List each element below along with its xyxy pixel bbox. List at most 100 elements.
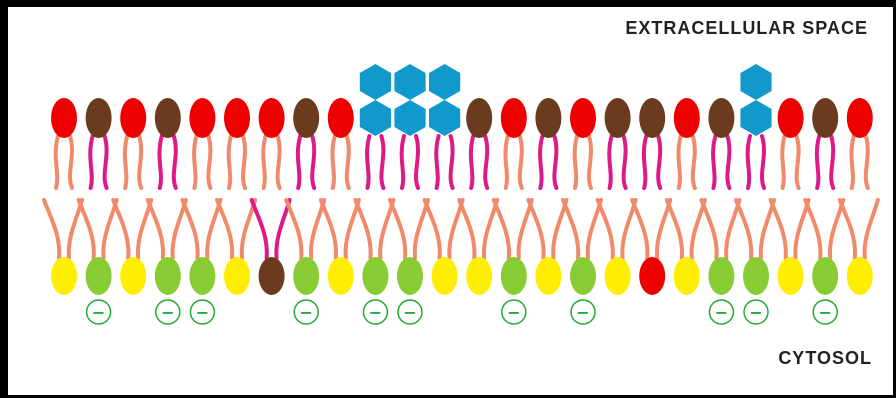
lipid-tail: [575, 136, 577, 188]
negative-charge-symbol: −: [92, 303, 105, 322]
outer-lipid: [639, 98, 665, 188]
outer-lipid: [812, 98, 838, 188]
lipid-head: [293, 98, 319, 138]
lipid-tail: [229, 136, 231, 188]
outer-lipid: [570, 98, 596, 188]
sugar-hexagon: [360, 100, 391, 136]
lipid-tail: [321, 200, 336, 258]
outer-lipid: [293, 98, 319, 188]
lipid-tail: [762, 136, 764, 188]
lipid-tail: [451, 136, 453, 188]
lipid-tail: [805, 200, 820, 258]
lipid-tail: [554, 136, 556, 188]
lipid-tail: [174, 136, 176, 188]
lipid-tail: [312, 136, 314, 188]
outer-lipid: [708, 98, 734, 188]
inner-lipid: [598, 200, 636, 295]
lipid-tail: [459, 200, 474, 258]
outer-lipid: [740, 64, 771, 188]
negative-charge-symbol: −: [818, 303, 831, 322]
lipid-head: [535, 98, 561, 138]
sugar-hexagon: [429, 100, 460, 136]
lipid-tail: [125, 136, 127, 188]
lipid-tail: [298, 136, 300, 188]
lipid-tail: [658, 136, 660, 188]
inner-lipid: [252, 200, 290, 295]
lipid-head: [432, 257, 458, 295]
sugar-hexagon: [360, 64, 391, 100]
inner-lipid: [632, 200, 670, 295]
inner-lipid: −: [79, 200, 117, 324]
lipid-tail: [589, 136, 591, 188]
lipid-tail: [624, 136, 626, 188]
negative-charge-symbol: −: [403, 303, 416, 322]
negative-charge-symbol: −: [715, 303, 728, 322]
inner-lipid: −: [563, 200, 601, 324]
lipid-tail: [402, 136, 404, 188]
inner-lipid: −: [148, 200, 186, 324]
lipid-tail: [528, 200, 543, 258]
lipid-head: [812, 98, 838, 138]
outer-lipid: [155, 98, 181, 188]
lipid-head: [605, 257, 631, 295]
lipid-head: [51, 257, 77, 295]
lipid-tail: [217, 200, 232, 258]
lipid-head: [86, 98, 112, 138]
extracellular-space-label: EXTRACELLULAR SPACE: [625, 18, 868, 39]
lipid-head: [293, 257, 319, 295]
inner-lipid: [321, 200, 359, 295]
lipid-head: [674, 257, 700, 295]
lipid-head: [501, 98, 527, 138]
lipid-tail: [286, 200, 301, 258]
lipid-head: [847, 98, 873, 138]
lipid-head: [812, 257, 838, 295]
lipid-tail: [194, 136, 196, 188]
lipid-tail: [840, 200, 855, 258]
lipid-tail: [866, 136, 868, 188]
inner-lipid: [840, 200, 878, 295]
inner-lipid: [44, 200, 82, 295]
lipid-tail: [105, 136, 107, 188]
lipid-tail: [79, 200, 94, 258]
lipid-tail: [263, 136, 265, 188]
lipid-head: [224, 257, 250, 295]
outer-lipid: [429, 64, 460, 188]
lipid-tail: [70, 136, 72, 188]
inner-lipid: [425, 200, 463, 295]
lipid-tail: [540, 136, 542, 188]
lipid-tail: [748, 136, 750, 188]
lipid-tail: [56, 136, 58, 188]
negative-charge-symbol: −: [299, 303, 312, 322]
lipid-tail: [817, 136, 819, 188]
lipid-tail: [208, 136, 210, 188]
lipid-tail: [505, 136, 507, 188]
lipid-head: [120, 98, 146, 138]
lipid-tail: [494, 200, 509, 258]
lipid-head: [847, 257, 873, 295]
inner-lipid: [217, 200, 255, 295]
negative-charge-symbol: −: [369, 303, 382, 322]
outer-lipid: [259, 98, 285, 188]
negative-charge-symbol: −: [161, 303, 174, 322]
lipid-tail: [113, 200, 128, 258]
inner-lipid: [459, 200, 497, 295]
lipid-tail: [148, 200, 163, 258]
negative-charge-symbol: −: [576, 303, 589, 322]
lipid-head: [674, 98, 700, 138]
lipid-tail: [598, 200, 613, 258]
sugar-hexagon: [740, 100, 771, 136]
lipid-tail: [347, 136, 349, 188]
lipid-head: [86, 257, 112, 295]
sugar-hexagon: [394, 100, 425, 136]
lipid-tail: [771, 200, 786, 258]
lipid-tail: [782, 136, 784, 188]
lipid-tail: [252, 200, 267, 258]
lipid-head: [501, 257, 527, 295]
lipid-tail: [609, 136, 611, 188]
lipid-tail: [632, 200, 647, 258]
lipid-tail: [644, 136, 646, 188]
inner-lipid: [771, 200, 809, 295]
lipid-tail: [44, 200, 59, 258]
lipid-head: [535, 257, 561, 295]
